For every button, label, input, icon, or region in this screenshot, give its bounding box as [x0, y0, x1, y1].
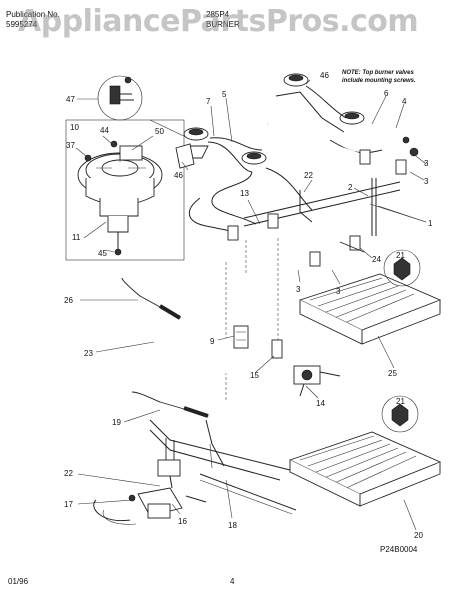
- igniter-bracket: [175, 143, 195, 169]
- callout-3-a: 3: [424, 159, 429, 168]
- model-number: 285P4: [206, 10, 230, 19]
- callout-9: 9: [210, 337, 215, 346]
- callout-13: 13: [240, 189, 249, 198]
- callout-3-d: 3: [336, 287, 341, 296]
- footer-page-number: 4: [230, 577, 235, 586]
- callout-15: 15: [250, 371, 259, 380]
- callout-47: 47: [66, 95, 75, 104]
- callout-21-upper: 21: [396, 251, 405, 260]
- note-line-1: NOTE: Top burner valves: [342, 70, 414, 76]
- publication-label: Publication No.: [6, 10, 60, 19]
- callout-22-upper: 22: [304, 171, 313, 180]
- bracket-15: [271, 339, 283, 359]
- callout-3-b: 3: [424, 177, 429, 186]
- callout-45: 45: [98, 249, 107, 258]
- nut-circle-lower: [381, 395, 419, 433]
- mounting-bracket: [371, 178, 377, 236]
- burner-baffle-lower: [288, 431, 442, 507]
- tube-upper: [299, 190, 313, 223]
- callout-23: 23: [84, 349, 93, 358]
- connector-24: [339, 241, 365, 253]
- diagram-code: P24B0004: [380, 545, 418, 554]
- callout-3-c: 3: [296, 285, 301, 294]
- callout-22-lower: 22: [64, 469, 73, 478]
- callout-46-left: 46: [174, 171, 183, 180]
- top-burner-right-rear: [283, 73, 309, 87]
- callout-50: 50: [155, 127, 164, 136]
- nut-circle-upper: [383, 249, 421, 287]
- magnify-circle: [97, 75, 143, 121]
- manifold-pipe: [243, 122, 401, 227]
- callout-37: 37: [66, 141, 75, 150]
- callout-4: 4: [402, 97, 407, 106]
- callout-5: 5: [222, 90, 227, 99]
- watermark-logo: AppliancePartsPros.com: [18, 4, 419, 39]
- burner-valves: [227, 136, 419, 267]
- burner-base-assembly: [77, 140, 163, 256]
- orifice-fitting: [109, 85, 121, 105]
- publication-number: 5995274: [6, 20, 38, 29]
- callout-7: 7: [206, 97, 211, 106]
- callout-10: 10: [70, 123, 79, 132]
- callout-24: 24: [372, 255, 381, 264]
- bracket-9: [233, 325, 249, 349]
- callout-26: 26: [64, 296, 73, 305]
- footer-date: 01/96: [8, 577, 29, 586]
- leader-lines: [75, 79, 427, 531]
- top-burner-center: [241, 151, 267, 165]
- gas-tubing: [189, 85, 383, 233]
- callout-44: 44: [100, 126, 109, 135]
- igniter-lower: [131, 391, 209, 418]
- callout-16: 16: [178, 517, 187, 526]
- callout-20: 20: [414, 531, 423, 540]
- igniter-upper: [121, 277, 182, 320]
- top-burner-right-front: [339, 111, 365, 125]
- safety-valve: [293, 365, 341, 397]
- callout-6: 6: [384, 89, 389, 98]
- callout-2: 2: [348, 183, 353, 192]
- section-title: BURNER: [206, 20, 240, 29]
- callout-21-lower: 21: [396, 397, 405, 406]
- detail-pointer-line: [149, 119, 189, 139]
- callout-11: 11: [72, 233, 81, 242]
- callout-1: 1: [428, 219, 433, 228]
- burner-baffle-upper: [298, 273, 442, 345]
- note-line-2: include mounting screws.: [342, 78, 416, 84]
- callout-25: 25: [388, 369, 397, 378]
- callout-18: 18: [228, 521, 237, 530]
- lower-gas-assembly: [93, 419, 291, 525]
- callout-19: 19: [112, 418, 121, 427]
- callout-14: 14: [316, 399, 325, 408]
- callout-46-right: 46: [320, 71, 329, 80]
- bar-18: [199, 473, 297, 511]
- detail-box: [65, 119, 185, 261]
- callout-17: 17: [64, 500, 73, 509]
